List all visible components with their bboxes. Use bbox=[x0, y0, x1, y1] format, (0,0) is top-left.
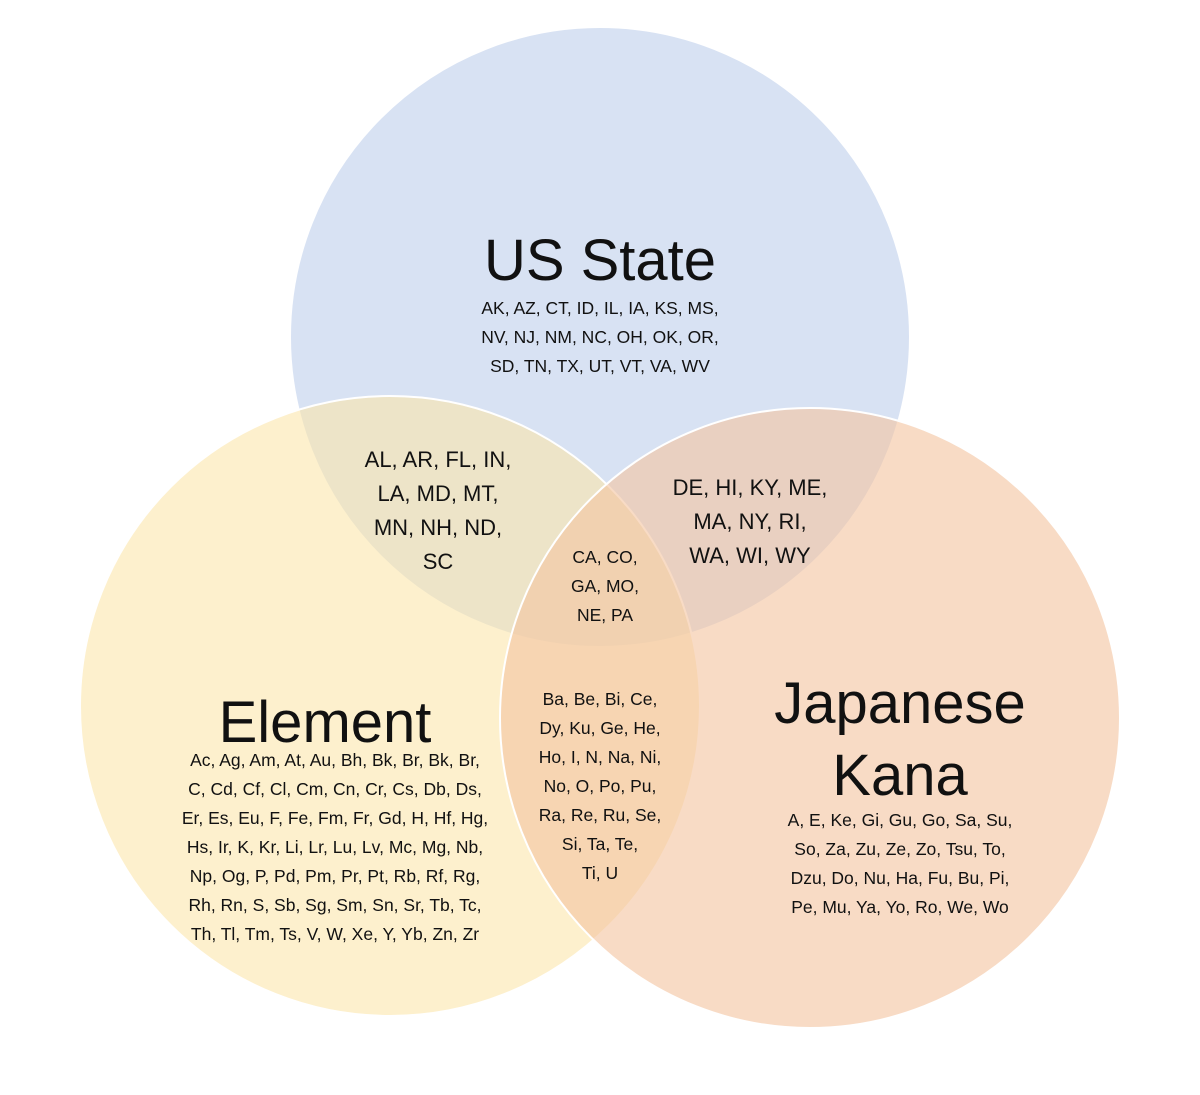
kana-items: A, E, Ke, Gi, Gu, Go, Sa, Su, So, Za, Zu… bbox=[787, 810, 1013, 917]
element-kana-items: Ba, Be, Bi, Ce, Dy, Ku, Ge, He, Ho, I, N… bbox=[538, 689, 662, 883]
state-kana-items: DE, HI, KY, ME, MA, NY, RI, WA, WI, WY bbox=[672, 475, 828, 568]
state-element-items: AL, AR, FL, IN, LA, MD, MT, MN, NH, ND, … bbox=[364, 447, 512, 574]
us-state-items: AK, AZ, CT, ID, IL, IA, KS, MS, NV, NJ, … bbox=[481, 298, 719, 376]
kana-title: Japanese Kana bbox=[774, 671, 1026, 808]
all-three-items: CA, CO, GA, MO, NE, PA bbox=[570, 547, 640, 625]
element-title: Element bbox=[218, 690, 432, 755]
element-items: Ac, Ag, Am, At, Au, Bh, Bk, Br, Bk, Br, … bbox=[181, 750, 489, 944]
kana-circle bbox=[499, 407, 1121, 1029]
us-state-title: US State bbox=[483, 228, 717, 293]
